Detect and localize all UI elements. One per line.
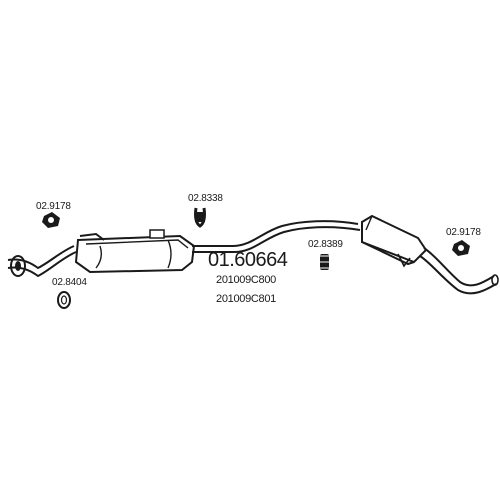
- label-clamp-left: 02.8404: [52, 277, 87, 288]
- part-number: 01.60664: [208, 249, 288, 271]
- label-hanger-left: 02.9178: [36, 201, 71, 212]
- front-muffler: [74, 229, 196, 274]
- middle-pipe: [192, 220, 361, 253]
- oe-number-1: 201009C800: [216, 274, 277, 286]
- inlet-flange: [10, 255, 26, 277]
- label-hanger-right: 02.9178: [446, 227, 481, 238]
- rubber-hanger-middle: [194, 207, 206, 228]
- label-hanger-middle: 02.8338: [188, 193, 223, 204]
- tail-pipe: [419, 247, 497, 295]
- tail-pipe-end: [491, 274, 499, 286]
- oe-number-2: 201009C801: [216, 293, 277, 305]
- label-hanger-right-mid: 02.8389: [308, 239, 343, 250]
- rear-muffler: [361, 214, 428, 268]
- inlet-pipe: [7, 245, 77, 278]
- rubber-hanger-right-mid: [318, 254, 330, 270]
- pipe-clamp-left: [57, 291, 71, 309]
- rubber-hanger-right: [452, 240, 470, 256]
- rubber-hanger-left: [42, 212, 60, 228]
